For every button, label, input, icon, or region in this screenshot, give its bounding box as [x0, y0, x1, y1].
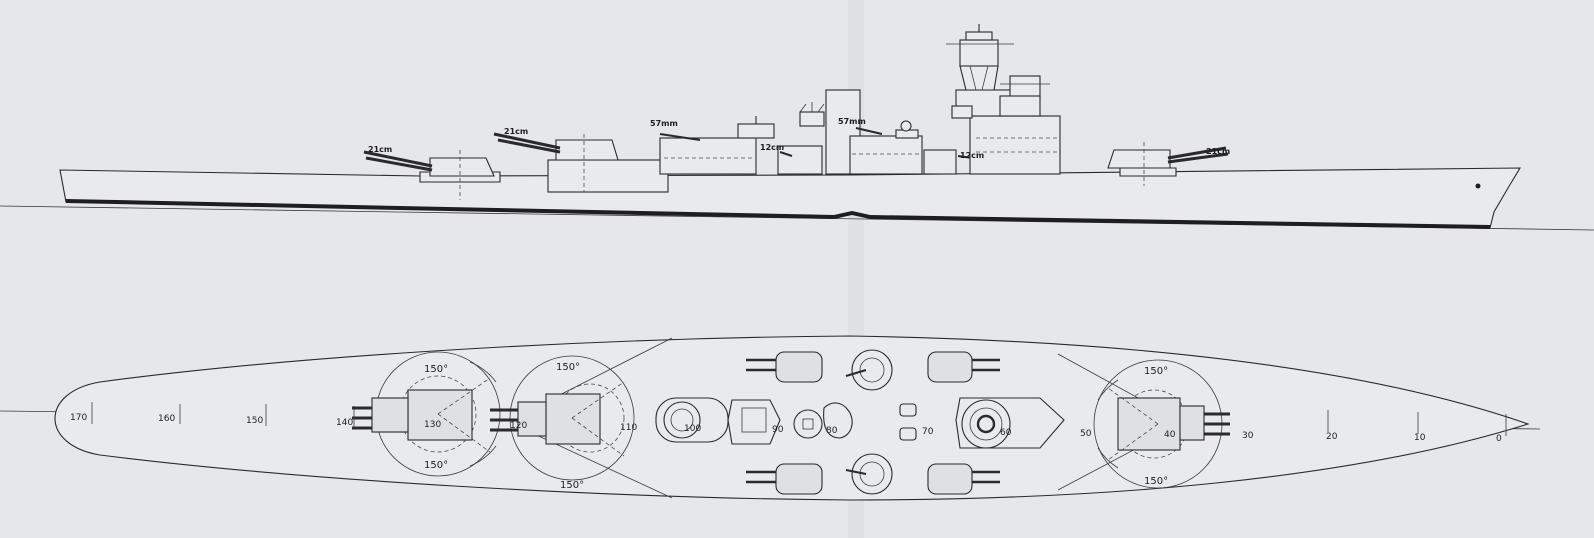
aft-turret-plan	[352, 351, 501, 477]
frame-mark: 140	[336, 418, 353, 428]
label-secondary-12b-caliber: 12cm	[960, 151, 984, 160]
mid-superstructure-profile	[799, 89, 989, 175]
frame-mark: 120	[510, 421, 527, 431]
frame-mark: 40	[1164, 430, 1176, 440]
frame-mark: 90	[772, 425, 784, 435]
amidships-fittings-plan	[655, 397, 853, 445]
side-profile-view: 21cm 21cm 57mm 12cm 57mm 12cm 21cm	[0, 24, 1594, 231]
frame-mark: 60	[1000, 428, 1012, 438]
frame-mark: 80	[826, 426, 838, 436]
frame-mark: 50	[1080, 429, 1092, 439]
aft-turret-profile	[363, 150, 501, 200]
arc-angle-label: 150°	[1144, 476, 1168, 487]
bridge-plan	[955, 397, 1065, 449]
frame-station-marks	[91, 402, 1507, 436]
bridge-tower-profile	[946, 24, 1061, 175]
frame-mark: 160	[158, 414, 175, 424]
frame-mark: 0	[1496, 434, 1502, 444]
arc-angle-label: 150°	[424, 364, 448, 375]
fore-turret-profile	[1107, 142, 1229, 186]
frame-mark: 30	[1242, 431, 1254, 441]
fore-turret-plan	[1093, 359, 1230, 489]
label-fore-turret-caliber: 21cm	[1206, 147, 1230, 156]
aft-superstructure-profile	[659, 116, 823, 175]
secondary-mount-plan	[746, 349, 1000, 495]
frame-mark: 100	[684, 424, 701, 434]
label-secondary-aft-caliber: 57mm	[650, 119, 678, 128]
hawse-pipe	[1475, 183, 1481, 189]
frame-mark: 170	[70, 413, 87, 423]
frame-mark: 110	[620, 423, 637, 433]
label-secondary-12a-caliber: 12cm	[760, 143, 784, 152]
arc-angle-label: 150°	[1144, 366, 1168, 377]
frame-mark: 150	[246, 416, 263, 426]
boot-topping	[66, 199, 1490, 229]
plan-view: 170 160 150 140 130 120 110 100 90 80 70…	[0, 335, 1541, 501]
arc-angle-label: 150°	[560, 480, 584, 491]
label-aft-superfiring-caliber: 21cm	[504, 127, 528, 136]
arc-angle-label: 150°	[424, 460, 448, 471]
arc-angle-label: 150°	[556, 362, 580, 373]
frame-mark: 70	[922, 427, 934, 437]
aft-superfiring-turret-profile	[493, 132, 669, 193]
deck-outline	[54, 335, 1530, 501]
label-secondary-mid-caliber: 57mm	[838, 117, 866, 126]
aft-superfiring-turret-plan	[490, 355, 635, 481]
label-aft-turret-caliber: 21cm	[368, 145, 392, 154]
frame-mark: 130	[424, 420, 441, 430]
frame-mark: 10	[1414, 433, 1426, 443]
frame-mark: 20	[1326, 432, 1338, 442]
